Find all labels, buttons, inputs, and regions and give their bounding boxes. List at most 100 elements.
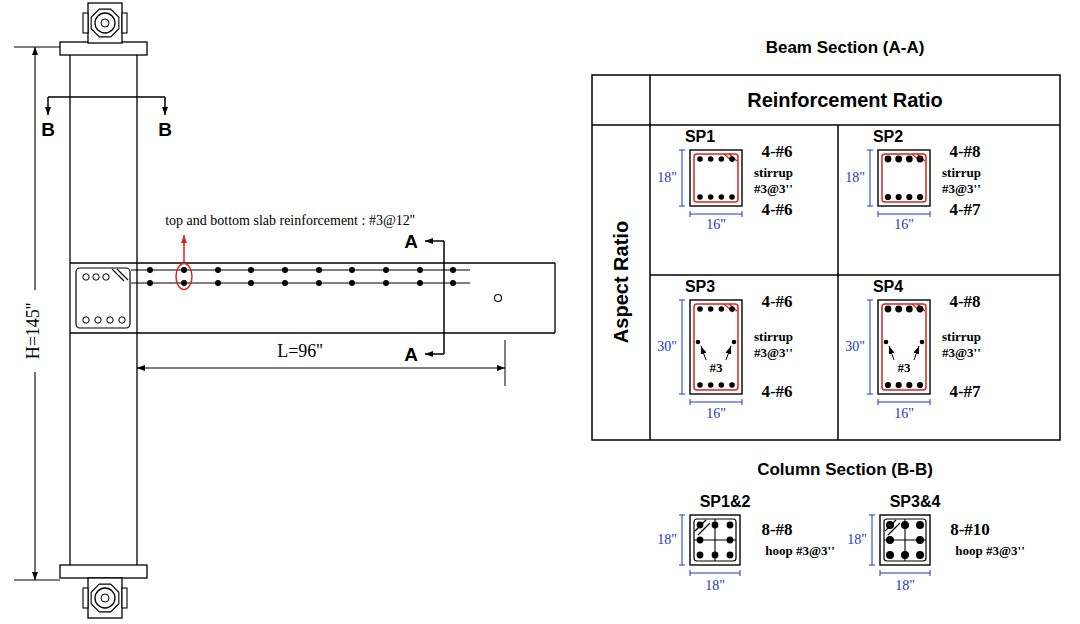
section-cut-label: B <box>41 119 55 141</box>
hoop-hook <box>117 269 128 280</box>
bottom-bar <box>697 194 703 200</box>
stirrup-hook <box>729 154 737 161</box>
slab-bar-dot <box>383 280 389 286</box>
slab-bar-dot <box>248 267 254 273</box>
table-rule <box>650 274 1060 276</box>
highlight-ellipse <box>176 264 192 290</box>
beam-edge <box>70 332 555 333</box>
bottom-bar <box>719 382 725 388</box>
pin-core <box>101 594 109 602</box>
stirrup <box>882 154 926 202</box>
column-bar <box>95 317 101 323</box>
beam-edge <box>70 262 555 263</box>
column-bar <box>886 551 894 559</box>
stirrup-label: stirrup #3@3'' <box>942 329 1000 361</box>
section-cut-line <box>443 241 445 354</box>
height-dimension: H=145'' <box>23 303 44 360</box>
leader-arrow <box>701 346 706 360</box>
dimension-line <box>870 300 871 394</box>
slab-bar-dot <box>316 267 322 273</box>
dimension-tick <box>742 399 743 405</box>
bottom-bar <box>719 194 725 200</box>
stirrup <box>882 304 926 390</box>
column-bar <box>727 537 734 544</box>
section-cut-arrow <box>47 97 49 115</box>
clevis-tab <box>122 13 127 33</box>
pin <box>95 588 115 608</box>
dimension-line <box>690 573 740 574</box>
hoop-hook <box>112 269 124 281</box>
leader-arrow <box>889 346 894 360</box>
dimension-line <box>878 214 930 215</box>
bottom-bar <box>896 382 902 388</box>
column-section <box>880 515 930 565</box>
joint-hoop <box>76 268 130 328</box>
bottom-bar <box>729 194 735 200</box>
dimension-tick <box>867 206 873 207</box>
rebar-label: 4-#6 <box>761 142 792 162</box>
rebar-label: 4-#6 <box>761 292 792 312</box>
column-bar <box>901 521 909 529</box>
load-point <box>495 295 502 302</box>
section-heading: Column Section (B-B) <box>757 460 933 480</box>
dimension-line <box>34 47 35 290</box>
beam-section <box>690 150 742 206</box>
column-bar <box>712 552 719 559</box>
slab-bar-dot <box>248 280 254 286</box>
pin-core <box>101 19 109 27</box>
beam-section <box>878 150 930 206</box>
table-rule <box>592 124 1060 126</box>
dimension-tick <box>690 211 691 217</box>
section-cut-label: A <box>404 231 418 253</box>
length-dimension: L=96'' <box>277 341 323 362</box>
section-cut-label: B <box>158 119 172 141</box>
specimen-label: SP2 <box>873 128 903 146</box>
section-cut-label: A <box>404 344 418 366</box>
extension-line <box>505 340 506 386</box>
clevis-tab <box>122 588 127 608</box>
rebar-label: 8-#8 <box>761 520 792 540</box>
column-bar <box>727 552 734 559</box>
slab-bar-dot <box>349 267 355 273</box>
dimension-line <box>682 150 683 206</box>
dimension-label: 18" <box>895 578 915 594</box>
column-bar <box>712 522 719 529</box>
dimension-tick <box>679 394 685 395</box>
stirrup-label: stirrup #3@3'' <box>754 165 812 197</box>
slab-bar-dot <box>147 280 153 286</box>
slab-bar-dot <box>215 267 221 273</box>
leader-arrow <box>726 346 731 360</box>
slab-bar-dot <box>181 267 187 273</box>
beam-section <box>878 300 930 394</box>
stirrup-hook <box>729 304 737 311</box>
dimension-label: 18" <box>705 578 725 594</box>
column-bar <box>886 536 894 544</box>
top-bar <box>917 306 924 313</box>
column-edge <box>69 55 70 565</box>
top-bar <box>906 156 913 163</box>
dimension-tick <box>878 211 879 217</box>
top-bar <box>895 156 902 163</box>
table-header: Reinforcement Ratio <box>747 89 943 112</box>
slab-bar-dot <box>450 267 456 273</box>
dimension-line <box>870 150 871 206</box>
top-bar <box>729 156 735 162</box>
dimension-tick <box>878 399 879 405</box>
dimension-tick <box>867 150 873 151</box>
top-bar <box>719 156 725 162</box>
rebar-label: 4-#7 <box>949 382 980 402</box>
slab-bar-dot <box>383 267 389 273</box>
top-bar <box>906 306 913 313</box>
rebar-label: 4-#6 <box>761 382 792 402</box>
top-bar <box>708 156 714 162</box>
top-bar <box>885 306 892 313</box>
slab-bar-dot <box>417 280 423 286</box>
dimension-line <box>690 214 742 215</box>
dimension-tick <box>867 300 873 301</box>
dimension-tick <box>880 570 881 576</box>
dimension-line <box>878 402 930 403</box>
column-bar <box>83 274 89 280</box>
dimension-tick <box>679 150 685 151</box>
rebar-label: #3 <box>710 360 723 376</box>
clevis-box <box>88 3 122 43</box>
